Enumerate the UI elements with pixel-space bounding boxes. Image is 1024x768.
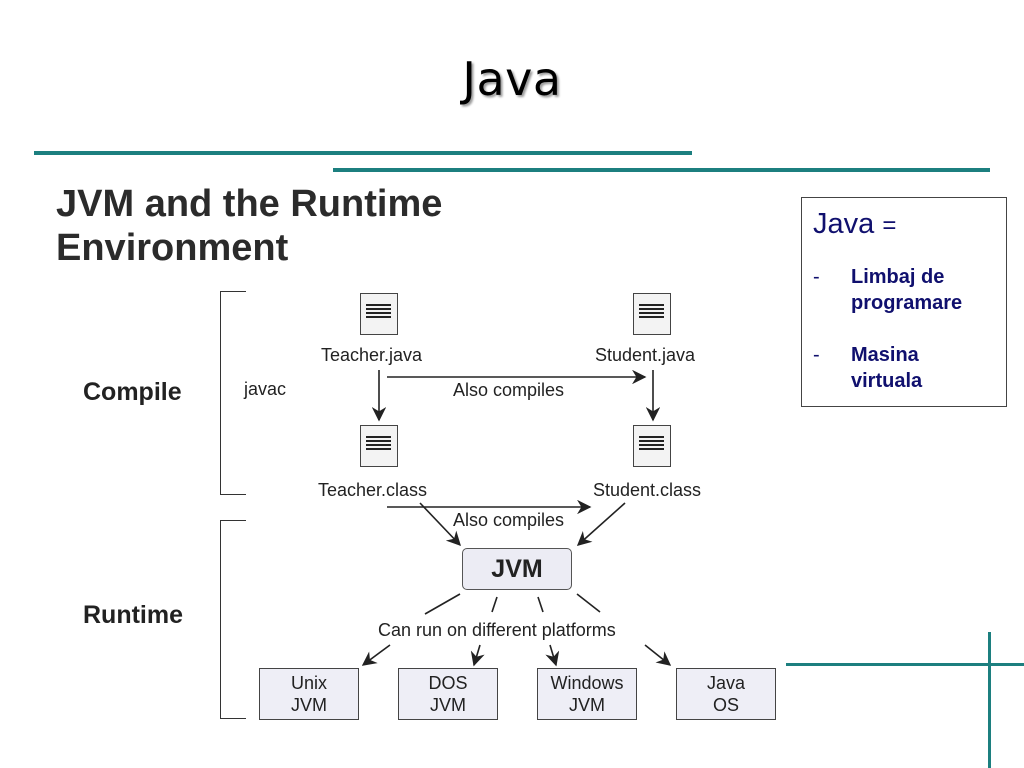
platform-line1: DOS (428, 673, 468, 693)
jvm-box: JVM (462, 548, 572, 590)
arrow-to-dos (470, 644, 485, 667)
sidebox-item: - Limbaj de programare (813, 264, 962, 316)
sidebox-item-dash: - (813, 266, 820, 288)
fan-line-1 (424, 593, 461, 615)
teacher-class-file-icon (360, 425, 398, 467)
compile-label: Compile (83, 378, 182, 406)
arrow-student-class-to-jvm (576, 502, 626, 546)
sidebox-title: Java = (813, 208, 896, 241)
teacher-java-file-icon (360, 293, 398, 335)
also-compiles-label-1: Also compiles (453, 380, 565, 400)
student-java-label: Student.java (595, 345, 696, 365)
arrow-to-java-os (644, 644, 672, 666)
student-class-label: Student.class (593, 480, 702, 500)
platform-line2: JVM (290, 695, 327, 715)
arrow-teacher-class-to-jvm (419, 502, 461, 547)
top-rule-left (34, 151, 692, 155)
javac-label: javac (244, 379, 287, 399)
fan-line-2 (491, 596, 498, 613)
diagram-heading-line2: Environment (56, 227, 289, 269)
sidebox-item-dash: - (813, 344, 820, 366)
platform-line1: Unix (290, 673, 327, 693)
sidebox-item-line1: Masina (851, 344, 919, 366)
runtime-label: Runtime (83, 601, 183, 629)
platform-line2: JVM (429, 695, 466, 715)
student-class-file-icon (633, 425, 671, 467)
diagram-heading-line1: JVM and the Runtime (56, 183, 443, 225)
slide-title: Java (462, 52, 562, 106)
arrow-to-unix (361, 644, 391, 666)
teacher-java-label: Teacher.java (321, 345, 423, 365)
corner-rule-horizontal (786, 663, 1024, 666)
sidebox-item-line1: Limbaj de (851, 266, 945, 288)
student-java-file-icon (633, 293, 671, 335)
also-compiles-label-2: Also compiles (453, 510, 565, 530)
diagram-heading: JVM and the Runtime Environment (56, 182, 442, 270)
top-rule-right (333, 168, 990, 172)
sidebox-title-text: Java (813, 208, 875, 240)
corner-rule-vertical (988, 632, 991, 768)
sidebox-item-line2: virtuala (851, 370, 923, 392)
sidebox-equals: = (882, 212, 897, 239)
platforms-caption: Can run on different platforms (378, 620, 616, 640)
platform-line2: OS (712, 695, 739, 715)
arrow-to-windows (545, 644, 560, 667)
java-definition-box: Java = - Limbaj de programare - Masina virtu… (801, 197, 1007, 407)
runtime-bracket (220, 520, 246, 719)
platform-line2: JVM (569, 695, 605, 715)
teacher-class-label: Teacher.class (318, 480, 428, 500)
fan-line-4 (576, 593, 601, 613)
compile-bracket (220, 291, 246, 495)
sidebox-item-line2: programare (851, 292, 963, 314)
platform-line1: Windows (550, 673, 624, 693)
fan-line-3 (537, 596, 544, 613)
sidebox-item: - Masina virtuala (813, 342, 922, 394)
platform-line1: Java (706, 673, 746, 693)
